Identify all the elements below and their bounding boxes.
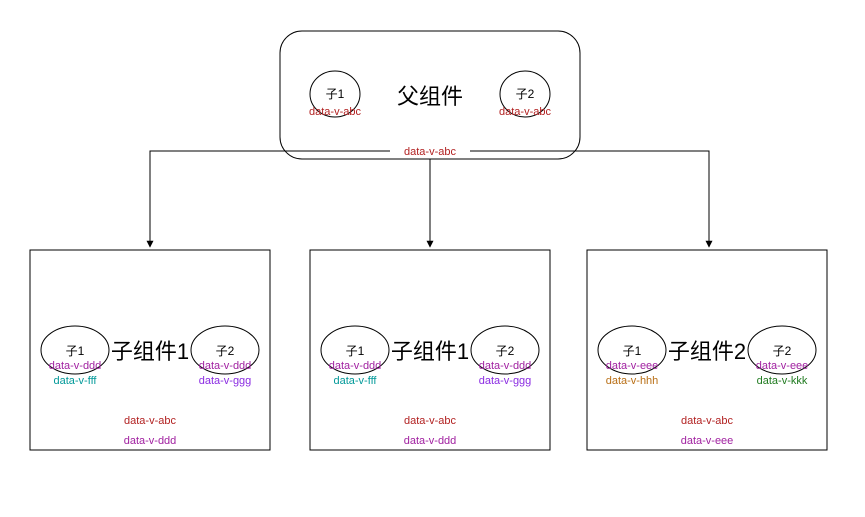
child-component-a-node[interactable]: 子1 data-v-ddd data-v-fff 子组件1 子2 data-v-… — [29, 249, 271, 451]
child-b-sub2-attr2: data-v-ggg — [479, 375, 532, 387]
child-a-sub2-attr2: data-v-ggg — [199, 375, 252, 387]
child-c-sub1-attr2: data-v-hhh — [606, 375, 659, 387]
child-b-sub2-label: 子2 — [496, 344, 515, 358]
parent-child1-attr: data-v-abc — [309, 106, 361, 118]
child-a-sub1-node[interactable]: 子1 data-v-ddd data-v-fff — [40, 325, 110, 387]
parent-title: 父组件 — [397, 84, 463, 109]
edge-parent-to-child-c — [470, 150, 713, 248]
edge-label: data-v-abc — [404, 146, 456, 158]
child-c-sub2-attr2: data-v-kkk — [757, 375, 808, 387]
child-c-sub1-attr1: data-v-eee — [606, 360, 659, 372]
child-component-b-node[interactable]: 子1 data-v-ddd data-v-fff 子组件1 子2 data-v-… — [309, 249, 551, 451]
child-b-title: 子组件1 — [391, 339, 469, 364]
child-b-sub1-attr2: data-v-fff — [333, 375, 377, 387]
child-a-sub1-label: 子1 — [66, 344, 85, 358]
parent-child2-label: 子2 — [516, 87, 535, 101]
child-b-bottom-attr2: data-v-ddd — [404, 435, 457, 447]
child-b-sub1-attr1: data-v-ddd — [329, 360, 382, 372]
child-a-bottom-attr1: data-v-abc — [124, 415, 176, 427]
child-a-title: 子组件1 — [111, 339, 189, 364]
parent-component-node[interactable]: 父组件 子1 data-v-abc 子2 data-v-abc — [279, 30, 581, 160]
child-a-sub2-label: 子2 — [216, 344, 235, 358]
child-b-bottom-attr1: data-v-abc — [404, 415, 456, 427]
child-c-sub2-attr1: data-v-eee — [756, 360, 809, 372]
child-b-sub1-label: 子1 — [346, 344, 365, 358]
edge-parent-to-child-a — [146, 150, 390, 248]
child-c-sub2-node[interactable]: 子2 data-v-eee data-v-kkk — [747, 325, 817, 387]
child-component-c-node[interactable]: 子1 data-v-eee data-v-hhh 子组件2 子2 data-v-… — [586, 249, 828, 451]
parent-child2-attr: data-v-abc — [499, 106, 551, 118]
child-b-sub2-node[interactable]: 子2 data-v-ddd data-v-ggg — [470, 325, 540, 387]
child-c-bottom-attr2: data-v-eee — [681, 435, 734, 447]
child-a-bottom-attr2: data-v-ddd — [124, 435, 177, 447]
child-a-sub2-attr1: data-v-ddd — [199, 360, 252, 372]
child-c-title: 子组件2 — [668, 339, 746, 364]
child-b-sub2-attr1: data-v-ddd — [479, 360, 532, 372]
child-c-bottom-attr1: data-v-abc — [681, 415, 733, 427]
child-a-sub2-node[interactable]: 子2 data-v-ddd data-v-ggg — [190, 325, 260, 387]
child-a-sub1-attr2: data-v-fff — [53, 375, 97, 387]
child-c-sub2-label: 子2 — [773, 344, 792, 358]
parent-child2-node[interactable]: 子2 data-v-abc — [499, 70, 551, 118]
child-c-sub1-node[interactable]: 子1 data-v-eee data-v-hhh — [597, 325, 667, 387]
child-a-sub1-attr1: data-v-ddd — [49, 360, 102, 372]
parent-child1-label: 子1 — [326, 87, 345, 101]
edges: data-v-abc — [146, 143, 713, 248]
child-b-sub1-node[interactable]: 子1 data-v-ddd data-v-fff — [320, 325, 390, 387]
child-c-sub1-label: 子1 — [623, 344, 642, 358]
parent-child1-node[interactable]: 子1 data-v-abc — [309, 70, 361, 118]
